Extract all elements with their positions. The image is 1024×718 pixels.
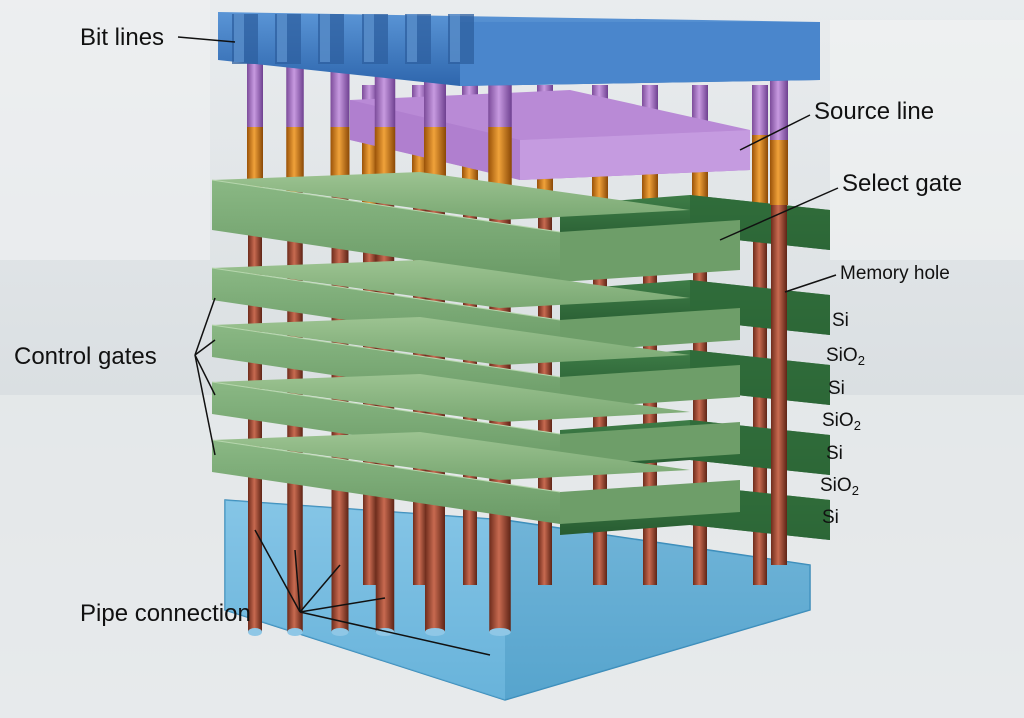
layer-label-base: Si [828, 378, 845, 399]
bit-line-highlight [234, 14, 244, 62]
control-gate-front [212, 440, 560, 524]
control-gate-side [560, 480, 740, 524]
label-memory-hole: Memory hole [840, 263, 950, 284]
pillar-foot [287, 628, 303, 636]
leader-cg-1 [194, 297, 216, 356]
leader-lines [177, 36, 839, 656]
slab-edge [211, 267, 561, 321]
control-gate-top [212, 260, 690, 308]
pillar-foot [248, 628, 262, 636]
bit-line-highlight [407, 14, 417, 62]
label-source-line: Source line [814, 98, 935, 125]
pillar-purple [247, 62, 263, 127]
control-gate-top [212, 432, 690, 480]
layer-label: SiO2 [820, 475, 859, 498]
layer-label-base: Si [822, 507, 839, 528]
pillar-foot [425, 628, 445, 636]
pillar-rust [771, 205, 787, 565]
label-control-gates: Control gates [14, 343, 157, 370]
slab-edge [211, 324, 561, 378]
pillar-orange [488, 127, 512, 192]
control-gate-side [560, 308, 740, 352]
bit-line-highlight [450, 14, 460, 62]
layer-label-base: SiO [820, 475, 852, 496]
layer-label-base: Si [826, 443, 843, 464]
back-pillar-mid [752, 135, 768, 205]
bit-lines [218, 12, 820, 86]
leader-source-line [739, 114, 811, 151]
pillar-orange [286, 127, 304, 192]
pillar-foot [331, 628, 349, 636]
layer-label-base: Si [832, 310, 849, 331]
background-panel [830, 20, 1024, 260]
control-gate-top [212, 317, 690, 365]
pillar-foot [489, 628, 511, 636]
layer-label: SiO2 [826, 345, 865, 368]
bit-line-highlight [320, 14, 330, 62]
control-gate-side [560, 365, 740, 409]
leader-memory-hole [784, 274, 837, 293]
source-line-plate [350, 90, 750, 180]
bit-line-highlight [277, 14, 287, 62]
leader-bit-lines [177, 36, 236, 43]
layer-label-base: SiO [822, 410, 854, 431]
slab-edge [211, 179, 561, 233]
back-pillar-top [752, 85, 768, 135]
leader-pipe-1 [254, 529, 301, 613]
layer-label-subscript: 2 [853, 418, 861, 433]
layer-label: Si [822, 507, 839, 529]
pillar-purple [770, 80, 788, 140]
background-window [0, 0, 210, 260]
layer-label: Si [826, 443, 843, 465]
layer-label-subscript: 2 [851, 483, 859, 498]
label-select-gate: Select gate [842, 170, 963, 197]
control-gate-side [560, 422, 740, 466]
bit-line-highlight [364, 14, 374, 62]
layer-label-base: SiO [826, 345, 858, 366]
select-gate-side [560, 220, 740, 282]
layer-label-subscript: 2 [857, 353, 865, 368]
layer-label: Si [828, 378, 845, 400]
control-gate-top [212, 374, 690, 422]
select-gate-top [212, 172, 690, 220]
label-bit-lines: Bit lines [80, 24, 165, 51]
pillar-purple [330, 62, 350, 127]
slab-edge [211, 381, 561, 435]
select-gate-front [212, 180, 560, 282]
layer-label: Si [832, 310, 849, 332]
slab-edge [211, 439, 561, 493]
pillar-purple [286, 62, 304, 127]
pillar-orange [770, 140, 788, 205]
layer-label: SiO2 [822, 410, 861, 433]
pillar-orange [247, 127, 263, 192]
leader-select-gate [719, 187, 839, 241]
control-gate-slabs [211, 172, 740, 524]
label-pipe-connection: Pipe connection [80, 600, 251, 627]
